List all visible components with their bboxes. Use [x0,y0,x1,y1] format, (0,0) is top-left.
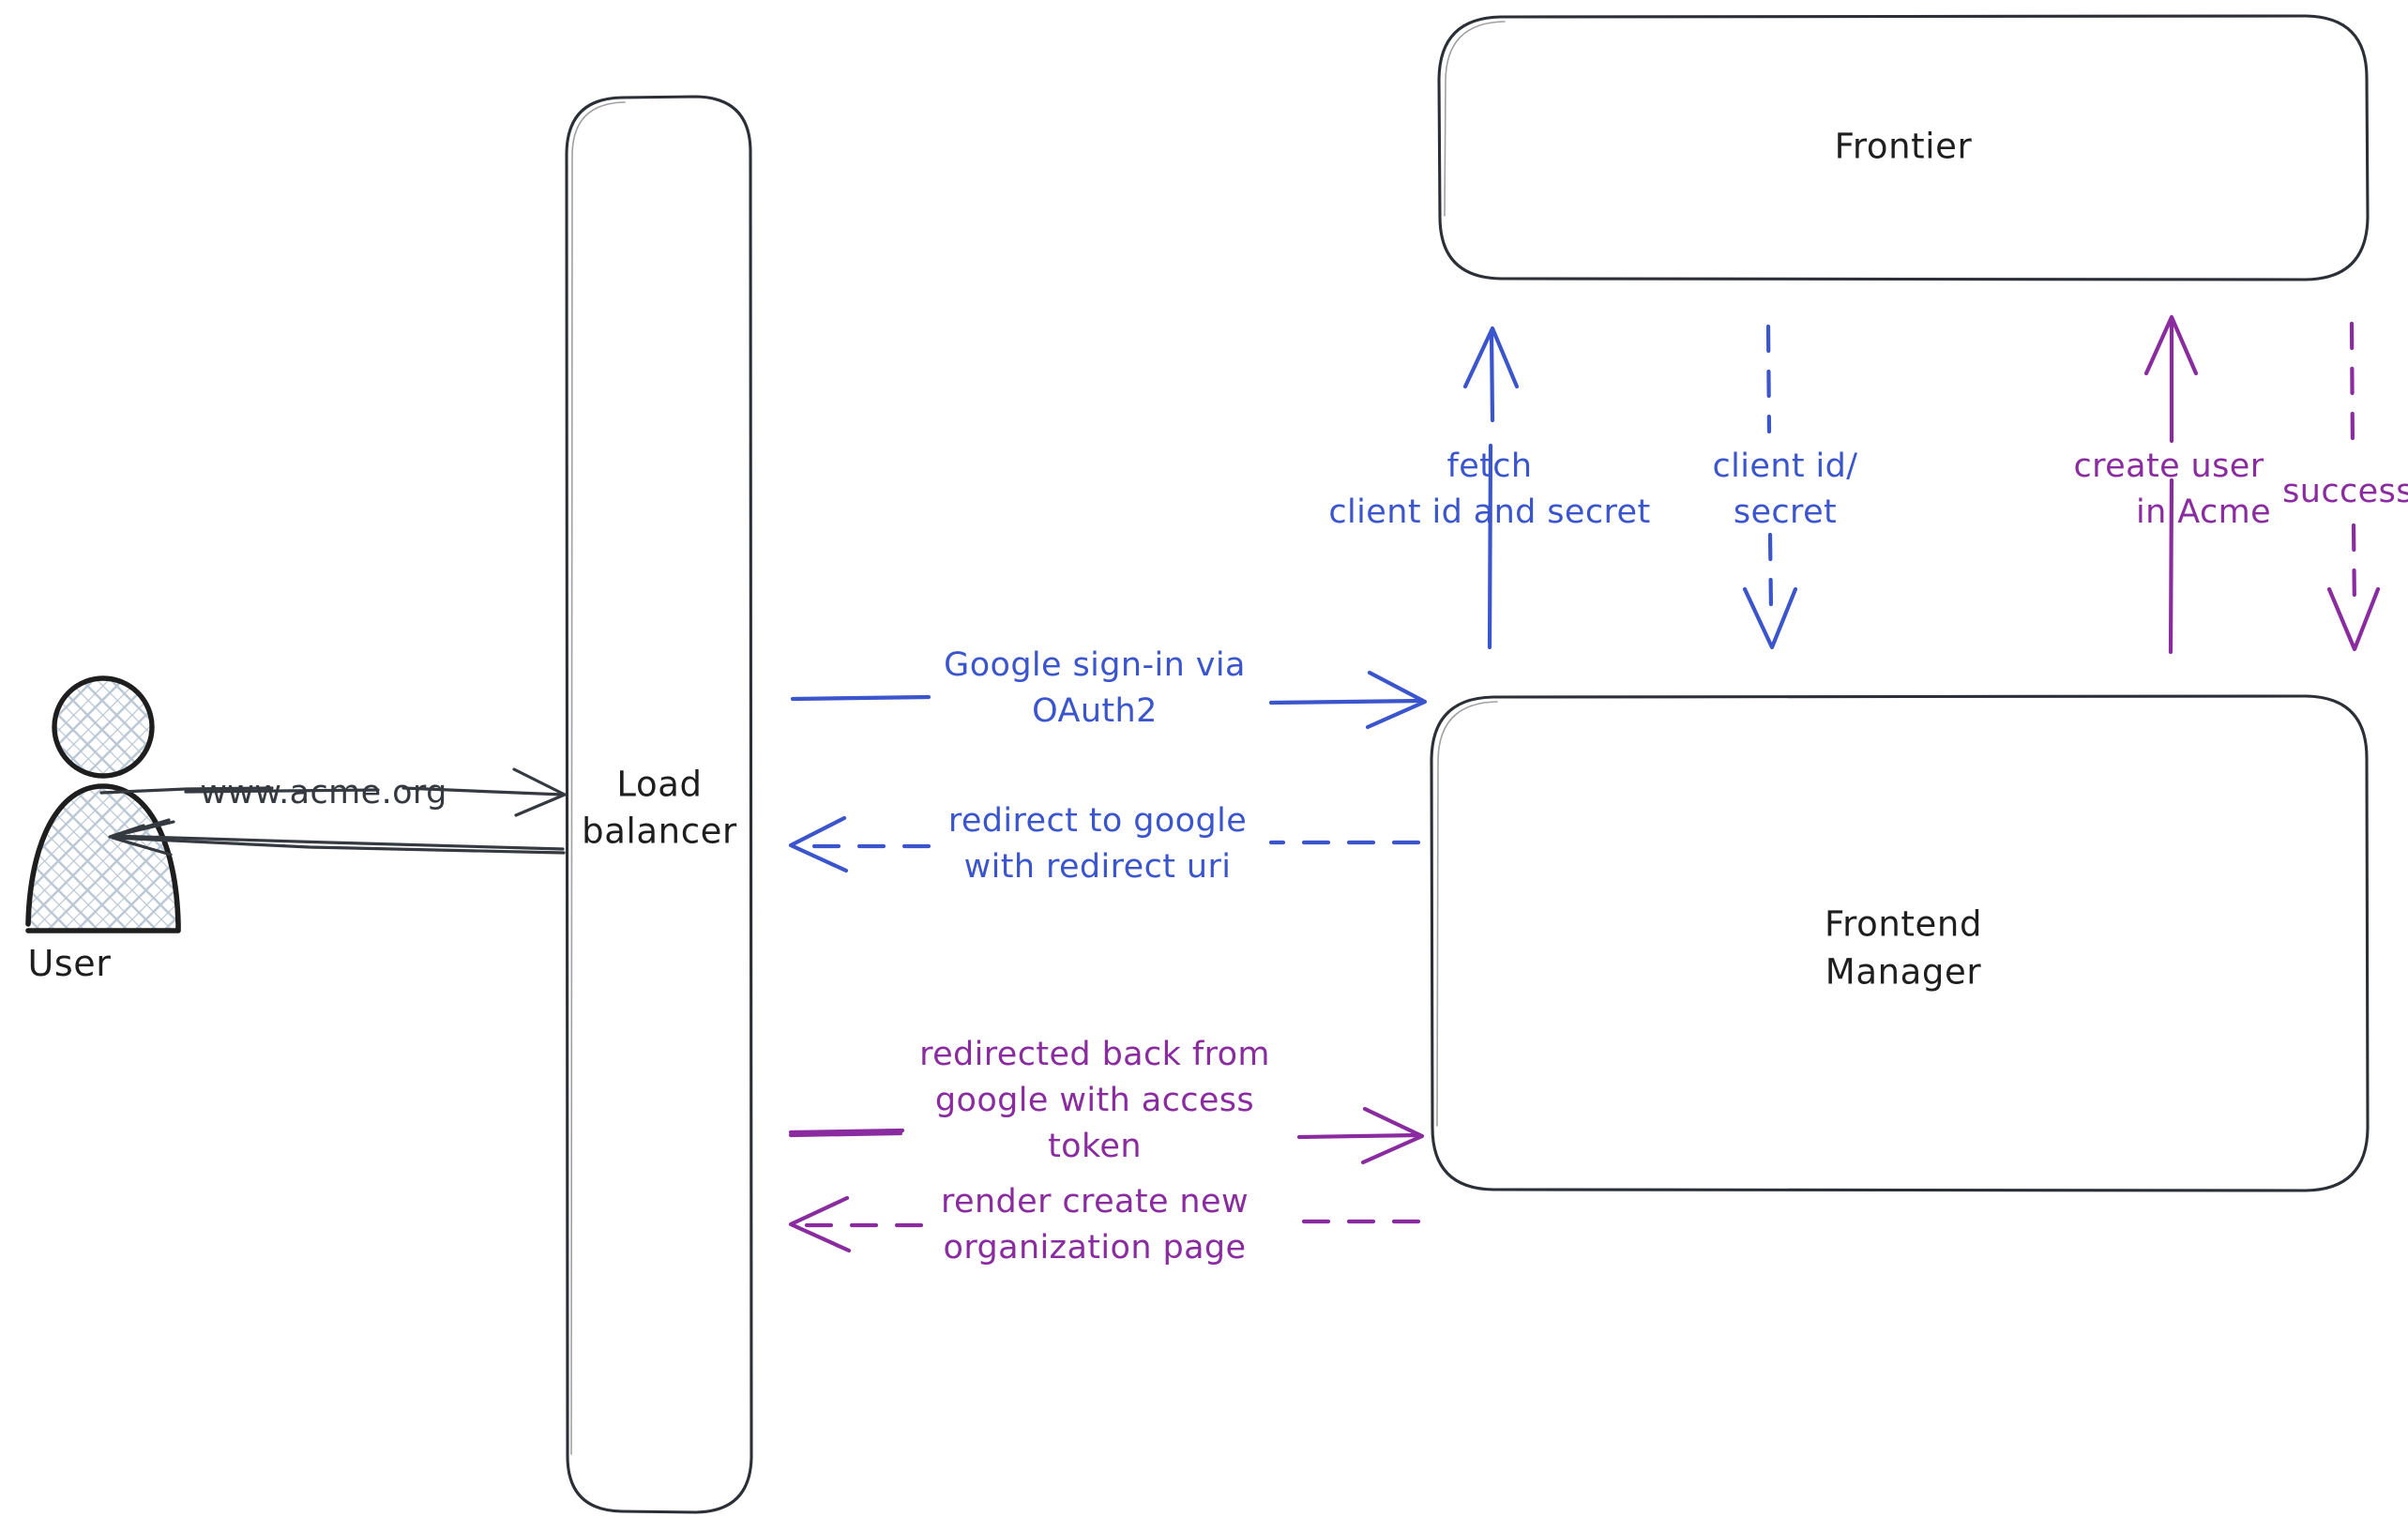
edge-success[interactable]: success [2282,321,2408,652]
edge-redirect-to-google-label-line1: redirect to google [948,802,1247,840]
edge-create-user-label-line1: create user [2074,447,2264,485]
user-actor[interactable]: User [19,671,197,984]
load-balancer-shape [565,95,753,1514]
frontier-shape [1437,14,2370,281]
load-balancer-node[interactable]: Load balancer [565,95,753,1514]
edge-google-signin[interactable]: Google sign-in via OAuth2 [790,646,1428,730]
edge-user-request-label: www.acme.org [200,774,447,812]
edge-render-org-page-label-line1: render create new [941,1183,1249,1221]
frontend-manager-label-line2: Manager [1825,952,1982,993]
edge-user-request[interactable]: www.acme.org [99,767,567,817]
edge-fetch-label-line1: fetch [1446,447,1532,485]
edge-redirected-back[interactable]: redirected back from google with access … [788,1036,1425,1165]
edge-redirected-back-label-line2: google with access [935,1082,1254,1119]
edge-google-signin-label-line2: OAuth2 [1032,692,1158,730]
edge-success-label: success [2282,473,2408,510]
edge-redirect-to-google-label-line2: with redirect uri [964,848,1232,886]
user-head-outline [52,675,155,779]
user-actor-label: User [27,943,111,984]
frontier-label: Frontier [1835,127,1973,167]
edge-client-id-secret-label-line2: secret [1734,493,1837,531]
edge-user-response[interactable] [108,818,566,857]
edge-create-user[interactable]: create user in Acme [2074,314,2272,655]
user-body-outline [25,783,181,933]
frontend-manager-shape [1430,694,2370,1192]
edge-render-org-page[interactable]: render create new organization page [788,1183,1421,1267]
load-balancer-sketch-stroke [570,101,626,1455]
load-balancer-label-line2: balancer [582,812,737,852]
edge-client-id-secret[interactable]: client id/ secret [1713,324,1858,650]
edge-google-signin-label-line1: Google sign-in via [944,646,1246,684]
edge-create-user-label-line2: in Acme [2136,493,2271,531]
frontend-manager-node[interactable]: Frontend Manager [1430,694,2370,1192]
frontier-node[interactable]: Frontier [1437,14,2370,281]
frontend-manager-sketch-stroke [1436,701,1498,1127]
edge-redirected-back-label-line3: token [1048,1128,1142,1165]
edge-fetch-label-line2: client id and secret [1328,493,1650,531]
frontier-sketch-stroke [1444,21,1506,217]
edge-render-org-page-label-line2: organization page [944,1229,1247,1267]
edge-client-id-secret-label-line1: client id/ [1713,447,1858,485]
load-balancer-label-line1: Load [616,765,702,805]
edge-fetch-client-credentials[interactable]: fetch client id and secret [1328,326,1650,650]
edge-redirect-to-google[interactable]: redirect to google with redirect uri [788,802,1421,886]
frontend-manager-label-line1: Frontend [1825,904,1982,945]
edge-redirected-back-label-line1: redirected back from [919,1036,1270,1073]
user-head-hatch [54,678,152,776]
